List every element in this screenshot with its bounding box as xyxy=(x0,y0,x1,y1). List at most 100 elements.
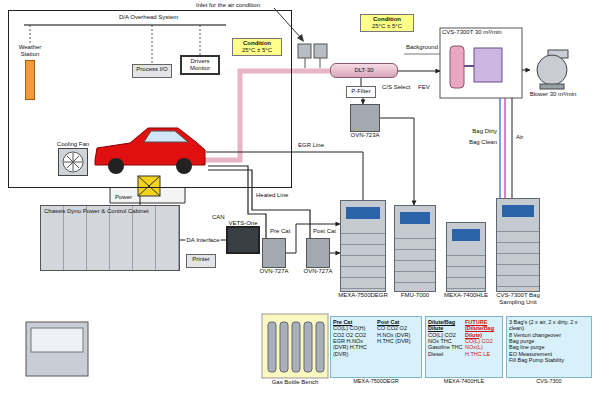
filter-stem xyxy=(320,58,321,68)
node-label: P-Filter xyxy=(349,88,373,95)
free-label: Air xyxy=(516,134,523,141)
node-label: CVS-7300T 30 m³/min xyxy=(442,29,520,36)
connector xyxy=(361,78,362,86)
spec-table: Pre CatCO(L) CO(H) CO2 O2 CO2 EGR H.NOx … xyxy=(330,316,422,378)
spec-table: Dilute/Bag DiluteCO(L) CO2 NOx THC Gasol… xyxy=(425,316,503,378)
cvs-housing xyxy=(440,28,522,98)
node-label: Gas Bottle Bench xyxy=(272,379,319,386)
node-label: Cooling Fan xyxy=(57,141,89,148)
condition-box: Condition25°C ± 5°C xyxy=(360,14,414,32)
free-label: Bag Dirty xyxy=(448,128,497,135)
table-cell: 8 Venturi changeover xyxy=(509,332,589,338)
free-label: Post Cat xyxy=(313,228,336,235)
power-line xyxy=(140,196,141,205)
node-label: Drivers Monitor xyxy=(184,58,216,72)
free-label: Power xyxy=(115,194,132,201)
oven-unit: OVN-723A xyxy=(350,104,380,132)
signal-drop xyxy=(152,25,153,64)
weather-station: Weather Station xyxy=(12,44,48,100)
cvs-heat-exchanger xyxy=(474,48,502,82)
analyzer-rack: MEXA-7500DEGR xyxy=(340,200,386,292)
fan-blades xyxy=(64,153,82,171)
table-cell: Fill Bag Pump Stability xyxy=(509,357,589,363)
node-label: CVS-7300T Bag Sampling Unit xyxy=(492,292,544,306)
drivers-monitor: Drivers Monitor xyxy=(180,55,220,75)
blower-motor xyxy=(540,84,564,89)
gas-bench xyxy=(262,314,328,378)
fume-hood xyxy=(26,322,88,376)
table-column: Pre CatCO(L) CO(H) CO2 O2 CO2 EGR H.NOx … xyxy=(332,318,376,358)
table-cell: CO(L) CO(H) CO2 O2 CO2 EGR H.NOx (DVR) H… xyxy=(333,325,375,357)
printer: Printer xyxy=(186,254,216,268)
blower: Blower 30 m³/min xyxy=(530,50,576,90)
car-window xyxy=(144,131,188,142)
inlet-filter xyxy=(314,44,327,58)
car-wheel xyxy=(176,158,192,174)
dilution-tunnel: DLT-30 xyxy=(330,63,398,78)
node-label: Condition xyxy=(235,40,279,47)
condition-box: Condition25°C ± 5°C xyxy=(232,38,282,56)
table-cell: EO Measurement xyxy=(509,351,589,357)
node-label: MEXA-7400HLE xyxy=(444,292,488,299)
bag-sampling-rack: CVS-7300T Bag Sampling Unit xyxy=(496,198,540,292)
table-cell: 3 Bag's (2 x air, 2 x dirty, 2 x clean) xyxy=(509,319,589,332)
gas-bottle-bench: Gas Bottle Bench xyxy=(262,314,328,378)
spec-table: 3 Bag's (2 x air, 2 x dirty, 2 x clean)8… xyxy=(506,316,592,378)
node-label: DLT-30 xyxy=(333,67,395,74)
free-label: FEV xyxy=(418,84,430,91)
particle-filter: P-Filter xyxy=(346,86,376,98)
cvs-unit: CVS-7300T 30 m³/min xyxy=(440,28,522,98)
node-label: Blower 30 m³/min xyxy=(530,91,577,98)
node-label: Weather Station xyxy=(12,44,48,58)
gas-bottle xyxy=(316,322,324,372)
exhaust-pipe xyxy=(205,71,330,160)
control-cabinet: Chassis Dyno Power & Control Cabinet xyxy=(40,205,180,271)
table-heading: Pre Cat xyxy=(333,319,375,325)
filter-stem xyxy=(305,58,306,68)
signal-drop xyxy=(30,25,31,43)
table-heading: Dilute/Bag Dilute xyxy=(428,319,463,332)
table-column: FUTURE (Dilute/Bag Dilute)CO(L) CO2 NOx(… xyxy=(464,318,501,358)
table-column: Dilute/Bag DiluteCO(L) CO2 NOx THC Gasol… xyxy=(427,318,464,358)
node-label: OVN-727A xyxy=(259,268,288,275)
bag-line xyxy=(504,98,505,198)
node-label: MEXA-7500DEGR xyxy=(338,292,388,299)
weather-sensor-bar xyxy=(25,60,35,100)
connector xyxy=(380,118,414,205)
table-caption: MEXA-7500DEGR xyxy=(353,378,399,384)
cooling-fan: Cooling Fan xyxy=(58,148,88,176)
dyno-roller xyxy=(138,176,160,196)
oven-unit: OVN-727A xyxy=(306,238,330,268)
node-label: D/A Overhead System xyxy=(119,14,178,21)
node-label: Chassis Dyno Power & Control Cabinet xyxy=(44,208,176,215)
free-label: Bag Clean xyxy=(448,139,497,146)
analyzer-rack: MEXA-7400HLE xyxy=(446,222,486,292)
fan-housing xyxy=(58,148,88,176)
table-heading: FUTURE (Dilute/Bag Dilute) xyxy=(465,319,500,338)
inlet-arrow xyxy=(274,8,301,38)
node-label: OVN-727A xyxy=(303,268,332,275)
free-label: C/S Select xyxy=(382,84,410,91)
node-label: Printer xyxy=(189,256,213,263)
table-cell: CO CO2 O2 H.NOx (DVR) H.THC (DVR) xyxy=(377,325,419,344)
bag-line xyxy=(499,98,500,198)
cvs-pipe xyxy=(464,65,474,67)
node-label: VETS-One xyxy=(228,220,257,227)
inlet-arrowhead xyxy=(297,34,304,42)
fan-wheel xyxy=(63,152,83,172)
oven-unit: OVN-727A xyxy=(262,238,286,268)
gas-bottle xyxy=(292,322,300,372)
table-column: Post CatCO CO2 O2 H.NOx (DVR) H.THC (DVR… xyxy=(376,318,420,345)
vets-one-pc: VETS-One xyxy=(226,226,260,254)
free-label: Heated Line xyxy=(256,192,288,199)
fume-hood-window xyxy=(31,328,83,352)
free-label: Pre Cat xyxy=(270,228,290,235)
egr-line xyxy=(206,152,363,200)
node-label: Condition xyxy=(363,16,411,23)
inlet-filter xyxy=(298,44,311,58)
connector xyxy=(522,70,530,71)
table-caption: MEXA-7400HLE xyxy=(444,378,484,384)
node-label: OVN-723A xyxy=(350,132,379,139)
table-heading: Post Cat xyxy=(377,319,419,325)
